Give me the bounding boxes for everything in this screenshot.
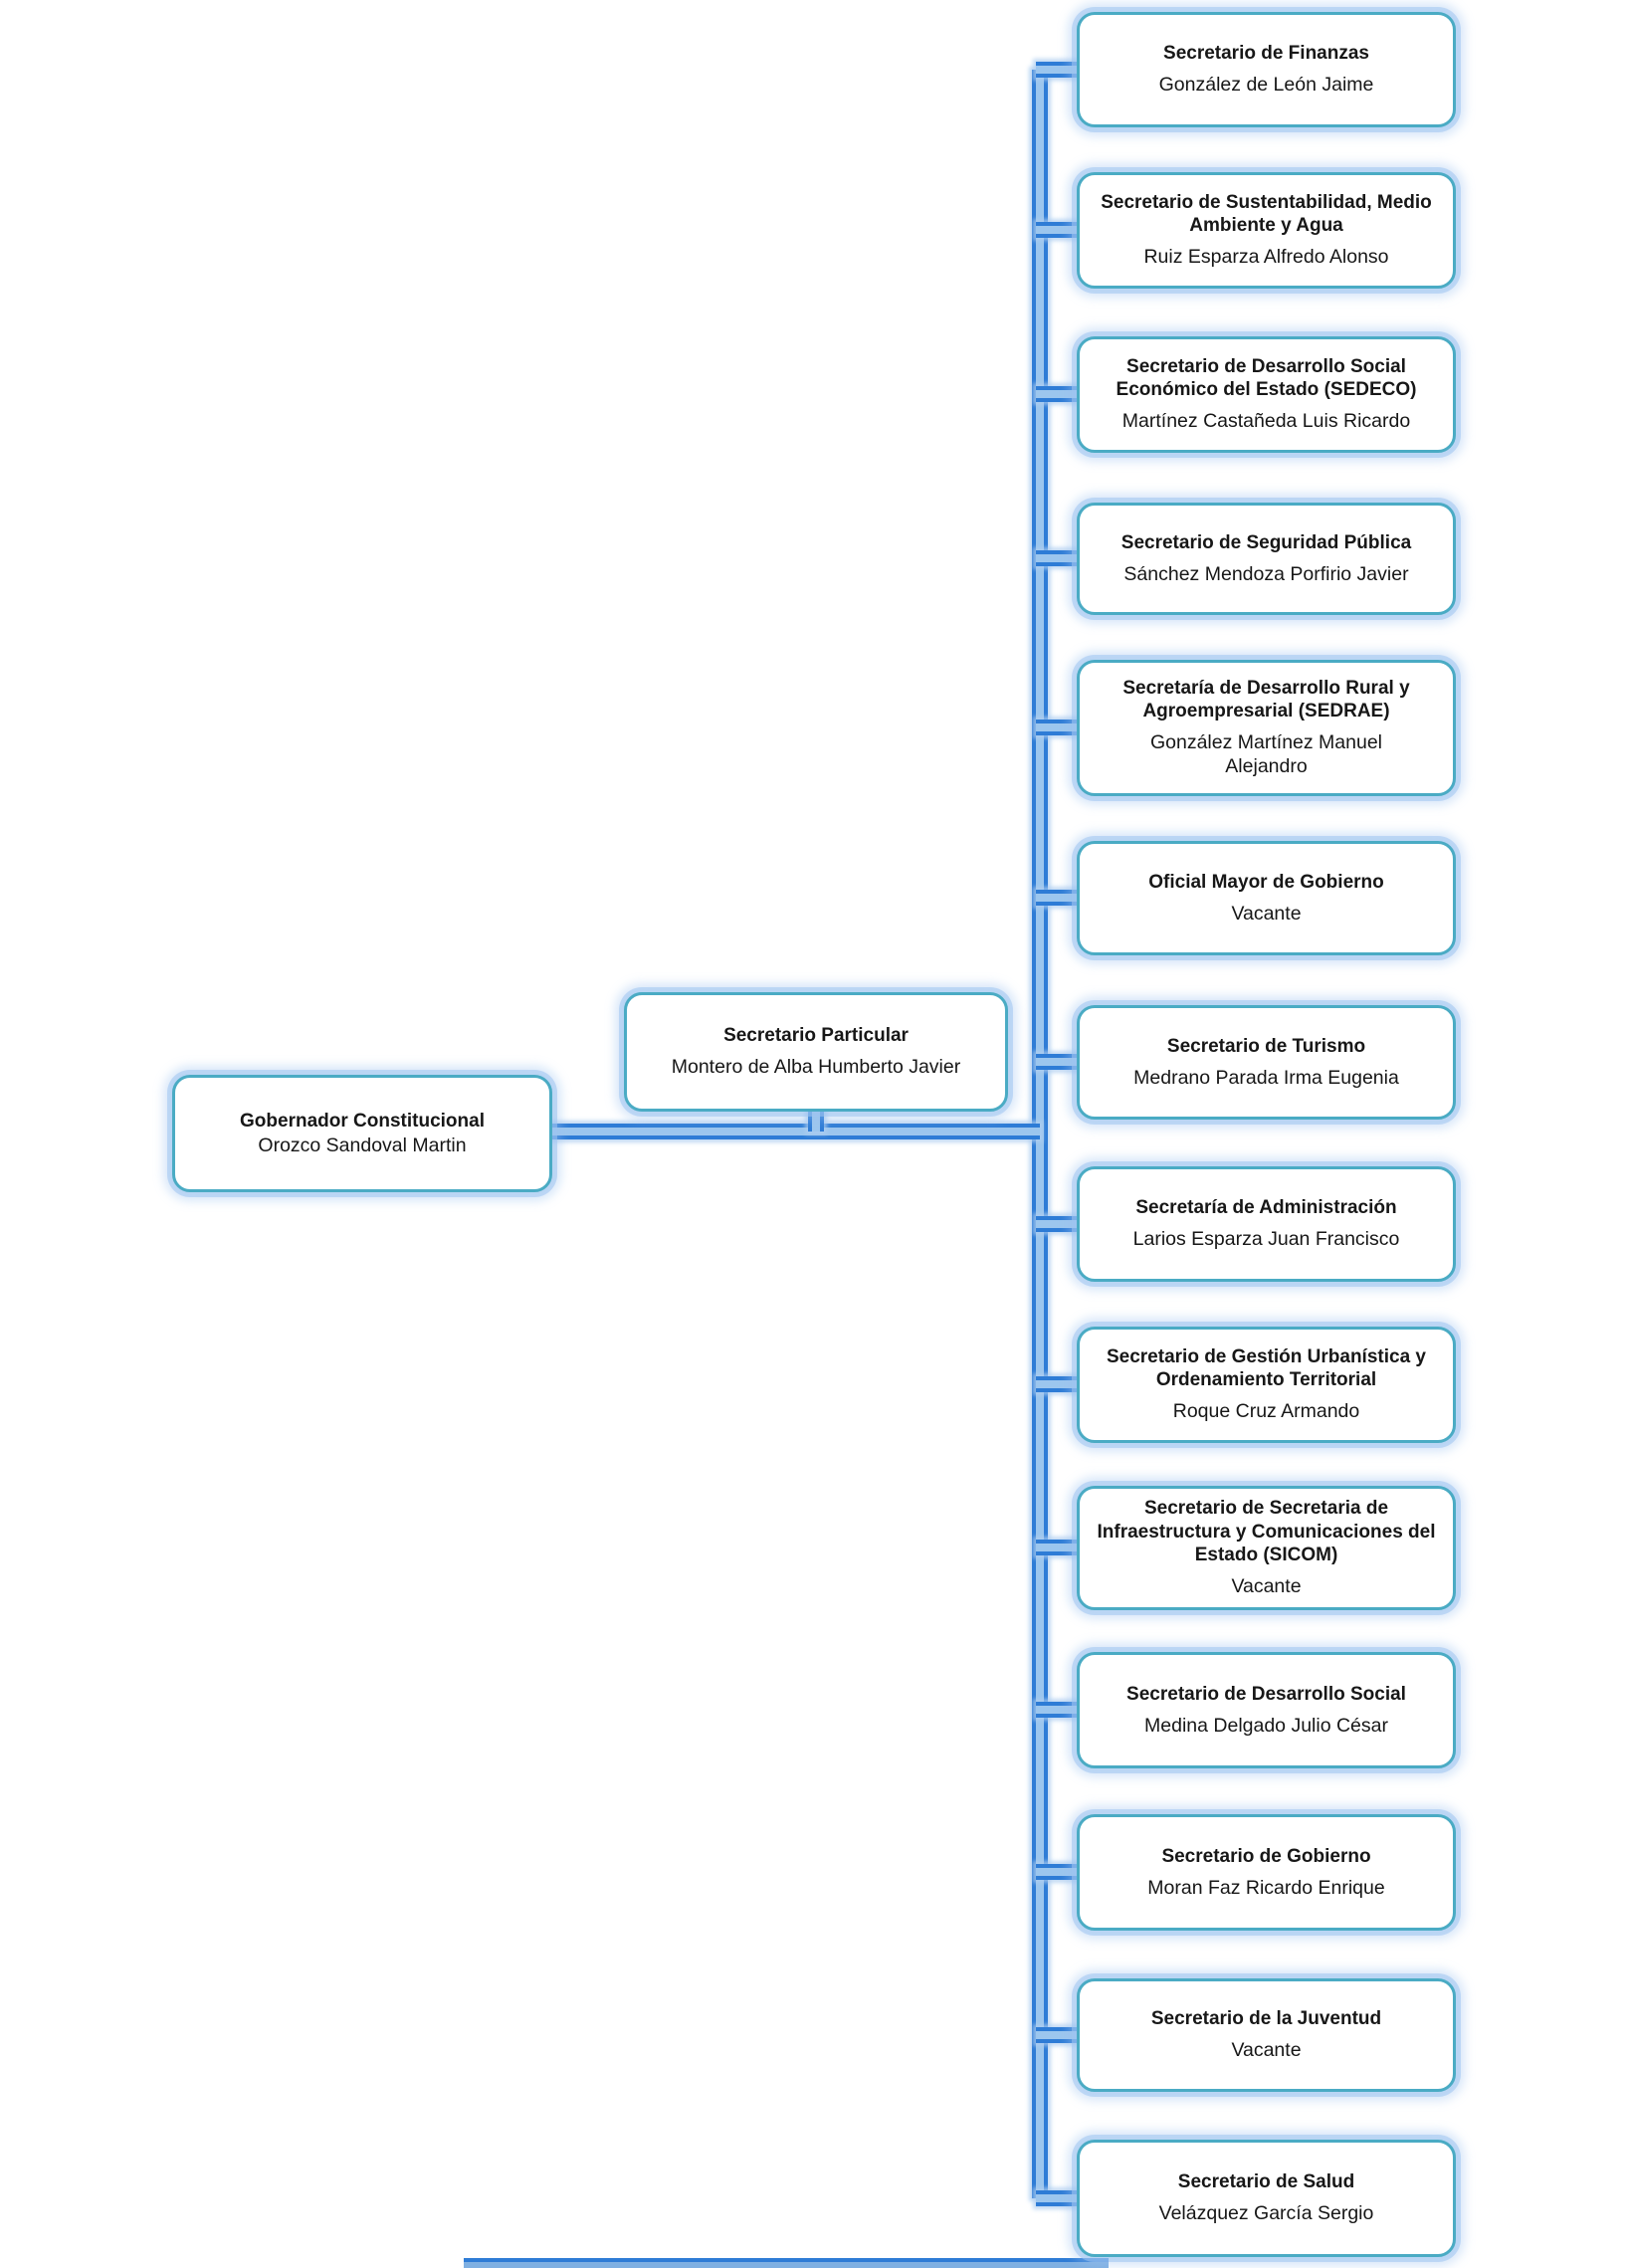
node-secretario-de-sustentabilidad[interactable]: Secretario de Sustentabilidad, Medio Amb… xyxy=(1077,172,1456,289)
connector-stub-2 xyxy=(1036,386,1077,402)
node-title: Secretario de Gestión Urbanística y Orde… xyxy=(1106,1345,1426,1391)
node-secretario-seguridad-publica[interactable]: Secretario de Seguridad Pública Sánchez … xyxy=(1077,503,1456,615)
node-secretario-gestion-urbanistica[interactable]: Secretario de Gestión Urbanística y Orde… xyxy=(1077,1327,1456,1443)
node-person: Moran Faz Ricardo Enrique xyxy=(1147,1876,1385,1899)
node-secretario-de-salud[interactable]: Secretario de Salud Velázquez García Ser… xyxy=(1077,2140,1456,2257)
node-person: Roque Cruz Armando xyxy=(1172,1400,1360,1423)
connector-stub-13 xyxy=(1036,2190,1077,2206)
node-title: Secretario de Seguridad Pública xyxy=(1120,531,1412,553)
node-secretaria-de-administracion[interactable]: Secretaría de Administración Larios Espa… xyxy=(1077,1166,1456,1282)
node-secretario-de-finanzas[interactable]: Secretario de Finanzas González de León … xyxy=(1077,12,1456,127)
connector-stub-12 xyxy=(1036,2027,1077,2043)
connector-stub-10 xyxy=(1036,1702,1077,1718)
node-secretario-particular[interactable]: Secretario Particular Montero de Alba Hu… xyxy=(624,992,1008,1112)
node-gobernador-constitucional[interactable]: Gobernador Constitucional Orozco Sandova… xyxy=(172,1075,552,1192)
node-secretario-de-la-juventud[interactable]: Secretario de la Juventud Vacante xyxy=(1077,1978,1456,2092)
node-person: Ruiz Esparza Alfredo Alonso xyxy=(1143,246,1389,269)
node-title: Secretaría de Desarrollo Rural y Agroemp… xyxy=(1122,678,1410,722)
node-person: González de León Jaime xyxy=(1158,74,1374,97)
cropped-line-bottom xyxy=(464,2258,1109,2268)
node-person: Martínez Castañeda Luis Ricardo xyxy=(1121,410,1411,433)
connector-root-to-trunk xyxy=(550,1124,1040,1139)
node-title: Secretario de Sustentabilidad, Medio Amb… xyxy=(1101,191,1432,237)
connector-assistant-drop xyxy=(808,1110,824,1132)
node-title: Secretaría de Administración xyxy=(1135,1197,1397,1219)
node-title: Gobernador Constitucional xyxy=(240,1110,485,1132)
node-title: Secretario de Turismo xyxy=(1166,1035,1366,1057)
node-secretario-de-gobierno[interactable]: Secretario de Gobierno Moran Faz Ricardo… xyxy=(1077,1814,1456,1931)
node-secretario-de-turismo[interactable]: Secretario de Turismo Medrano Parada Irm… xyxy=(1077,1005,1456,1120)
connector-stub-5 xyxy=(1036,890,1077,906)
node-secretario-desarrollo-social[interactable]: Secretario de Desarrollo Social Medina D… xyxy=(1077,1652,1456,1768)
node-person: Vacante xyxy=(1231,2039,1302,2062)
connector-stub-0 xyxy=(1036,62,1077,78)
node-person: Vacante xyxy=(1231,902,1302,925)
connector-stub-1 xyxy=(1036,222,1077,238)
node-person: Larios Esparza Juan Francisco xyxy=(1132,1228,1400,1251)
connector-stub-3 xyxy=(1036,550,1077,566)
node-title: Secretario de Salud xyxy=(1177,2171,1355,2193)
node-person: Sánchez Mendoza Porfirio Javier xyxy=(1123,562,1409,585)
connector-stub-6 xyxy=(1036,1054,1077,1070)
connector-stub-4 xyxy=(1036,720,1077,735)
node-title: Secretario de Desarrollo Social Económic… xyxy=(1116,355,1417,401)
connector-stub-7 xyxy=(1036,1216,1077,1232)
node-secretario-desarrollo-economico-sedeco[interactable]: Secretario de Desarrollo Social Económic… xyxy=(1077,336,1456,453)
node-person: Medina Delgado Julio César xyxy=(1144,1714,1388,1737)
node-person: Medrano Parada Irma Eugenia xyxy=(1133,1066,1399,1089)
node-title: Oficial Mayor de Gobierno xyxy=(1148,871,1384,893)
connector-stub-11 xyxy=(1036,1864,1077,1880)
node-title: Secretario de Desarrollo Social xyxy=(1126,1683,1406,1705)
node-title: Secretario de la Juventud xyxy=(1150,2008,1382,2030)
node-secretaria-desarrollo-rural-sedrae[interactable]: Secretaría de Desarrollo Rural y Agroemp… xyxy=(1077,660,1456,796)
connector-stub-8 xyxy=(1036,1376,1077,1392)
node-oficial-mayor-de-gobierno[interactable]: Oficial Mayor de Gobierno Vacante xyxy=(1077,841,1456,955)
node-title: Secretario Particular xyxy=(723,1025,909,1047)
node-title: Secretario de Gobierno xyxy=(1161,1845,1371,1867)
node-person: González Martínez Manuel Alejandro xyxy=(1149,731,1383,778)
connector-stub-9 xyxy=(1036,1540,1077,1555)
node-person: Orozco Sandoval Martin xyxy=(258,1134,467,1156)
node-title: Secretario de Secretaria de Infraestruct… xyxy=(1097,1498,1436,1565)
node-person: Montero de Alba Humberto Javier xyxy=(671,1056,961,1079)
node-title: Secretario de Finanzas xyxy=(1163,43,1369,65)
node-person: Velázquez García Sergio xyxy=(1158,2202,1374,2225)
node-person: Vacante xyxy=(1231,1574,1302,1597)
node-secretario-infraestructura-sicom[interactable]: Secretario de Secretaria de Infraestruct… xyxy=(1077,1486,1456,1610)
